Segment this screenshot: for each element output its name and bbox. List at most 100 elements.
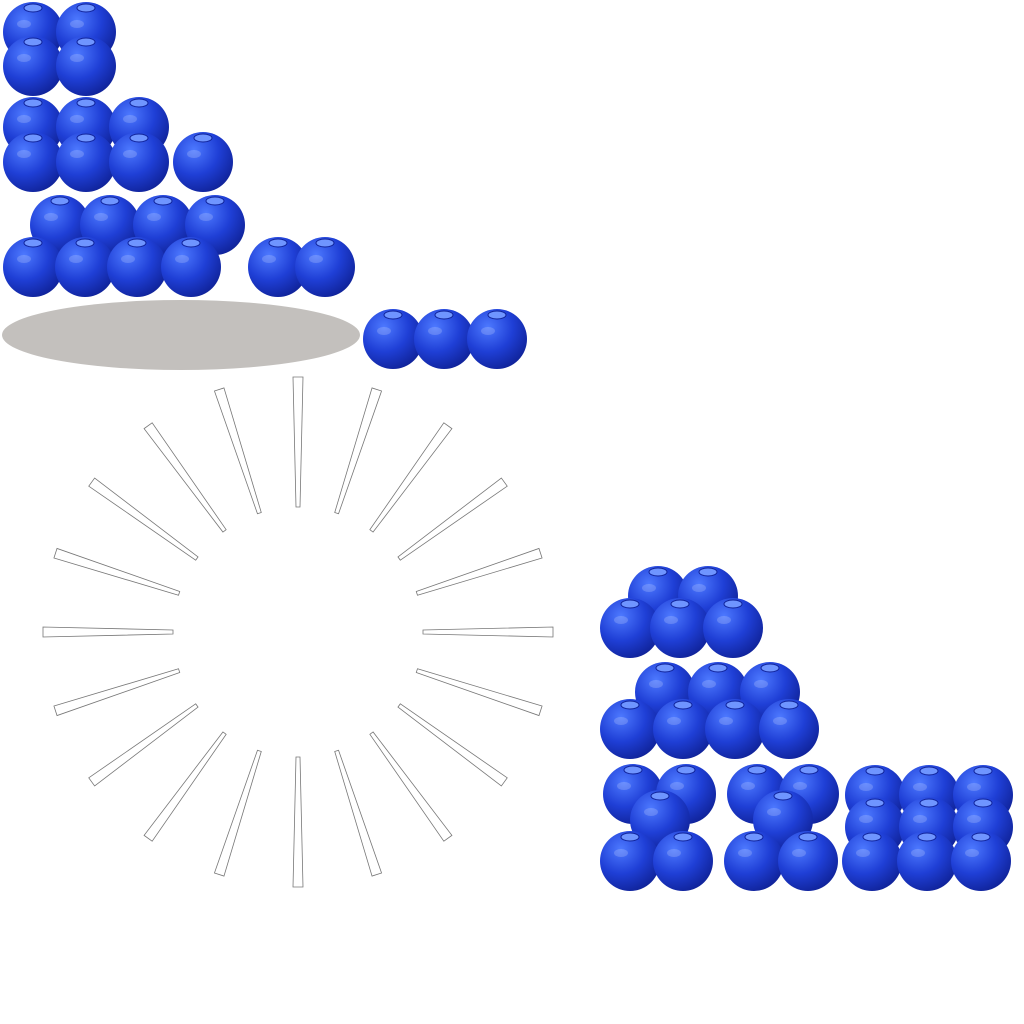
ray [415, 668, 543, 717]
blueberry [161, 237, 221, 297]
blueberry [3, 36, 63, 96]
blueberry [600, 831, 660, 891]
blueberry [107, 237, 167, 297]
group-of-4-right-a [600, 764, 716, 891]
berry-crown [620, 599, 640, 609]
berry-crown [670, 599, 690, 609]
ray [213, 387, 262, 515]
ray [397, 703, 508, 787]
berry-crown [708, 663, 728, 673]
berry-crown [181, 238, 201, 248]
berry-crown [655, 663, 675, 673]
ray [334, 387, 383, 515]
ray [88, 477, 199, 561]
berry-crown [650, 791, 670, 801]
blueberry [778, 831, 838, 891]
blueberry [3, 132, 63, 192]
berry-crown [744, 832, 764, 842]
ray [143, 731, 227, 842]
group-of-4-right-b [724, 764, 839, 891]
radial-rays [42, 376, 554, 888]
blueberry [653, 699, 713, 759]
ray [369, 731, 453, 842]
berry-crown [862, 832, 882, 842]
berry-crown [205, 196, 225, 206]
berry-crown [76, 37, 96, 47]
berry-crown [973, 798, 993, 808]
ray [143, 422, 227, 533]
ray [213, 749, 262, 877]
blueberry [759, 699, 819, 759]
berry-crown [779, 700, 799, 710]
group-of-7 [3, 97, 233, 192]
berry-crown [919, 766, 939, 776]
ray [88, 703, 199, 787]
berry-crown [723, 599, 743, 609]
berry-crown [75, 238, 95, 248]
ray [42, 626, 174, 638]
group-of-3-on-plate [363, 309, 527, 369]
blueberry [173, 132, 233, 192]
berry-crown [971, 832, 991, 842]
berry-crown [623, 765, 643, 775]
berry-crown [919, 798, 939, 808]
blueberry [56, 132, 116, 192]
berry-crown [383, 310, 403, 320]
blueberry [56, 36, 116, 96]
ray [334, 749, 383, 877]
berry-crown [865, 766, 885, 776]
group-of-5 [600, 566, 763, 658]
berry-crown [487, 310, 507, 320]
blueberry [951, 831, 1011, 891]
blueberry [467, 309, 527, 369]
berry-crown [23, 37, 43, 47]
blueberry [295, 237, 355, 297]
blueberry [650, 598, 710, 658]
group-of-2 [248, 237, 355, 297]
group-of-10 [3, 195, 245, 297]
ray [422, 626, 554, 638]
berry-crown [865, 798, 885, 808]
ray [53, 668, 181, 717]
berry-crown [129, 98, 149, 108]
berry-crown [620, 832, 640, 842]
berry-crown [50, 196, 70, 206]
blueberry [55, 237, 115, 297]
berry-crown [129, 133, 149, 143]
group-of-4 [3, 2, 116, 96]
berry-crown [100, 196, 120, 206]
berry-crown [153, 196, 173, 206]
ray [292, 376, 304, 508]
berry-crown [315, 238, 335, 248]
berry-crown [193, 133, 213, 143]
ray [292, 756, 304, 888]
blueberry [842, 831, 902, 891]
blueberry [3, 237, 63, 297]
berry-crown [648, 567, 668, 577]
blueberry [600, 699, 660, 759]
berry-crown [673, 832, 693, 842]
berry-crown [268, 238, 288, 248]
blueberry [600, 598, 660, 658]
blueberry [724, 831, 784, 891]
berry-crown [725, 700, 745, 710]
ray [53, 547, 181, 596]
berry-crown [23, 238, 43, 248]
berry-crown [23, 98, 43, 108]
berry-crown [76, 133, 96, 143]
group-of-9 [842, 765, 1013, 891]
berry-crown [747, 765, 767, 775]
blueberry [653, 831, 713, 891]
berry-crown [76, 3, 96, 13]
berry-crown [799, 765, 819, 775]
blueberries [3, 2, 1013, 891]
berry-crown [23, 133, 43, 143]
blueberry [414, 309, 474, 369]
blueberry [705, 699, 765, 759]
berry-crown [917, 832, 937, 842]
berry-crown [434, 310, 454, 320]
ray [415, 547, 543, 596]
blueberry [703, 598, 763, 658]
berry-crown [23, 3, 43, 13]
